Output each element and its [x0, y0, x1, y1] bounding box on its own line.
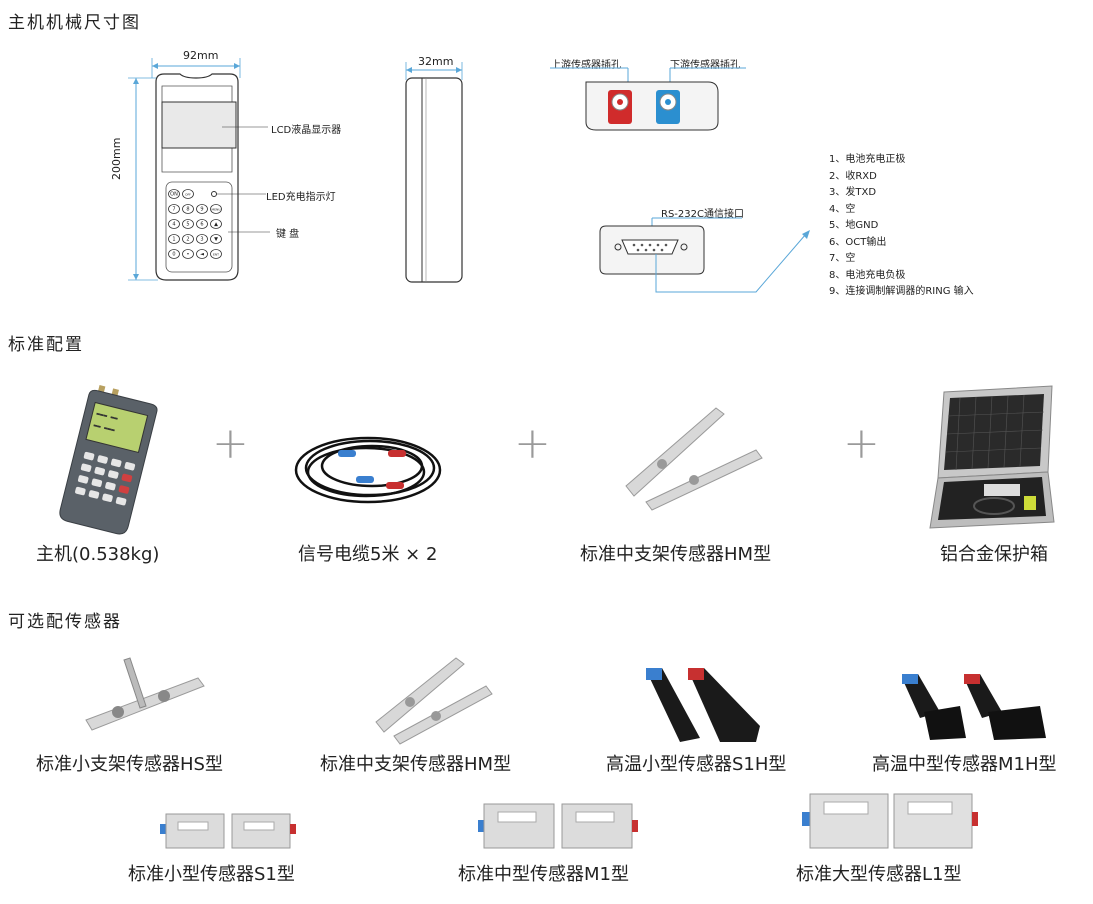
pin-item: 1、电池充电正极	[829, 154, 906, 165]
s1-sensor-image	[160, 813, 296, 849]
width-dimension-label: 92mm	[183, 49, 219, 62]
keypad-key-label: 7	[172, 207, 175, 213]
keypad-key	[168, 234, 180, 244]
thickness-dimension-label: 32mm	[418, 55, 454, 68]
keypad-key	[182, 249, 194, 259]
plus-sign: +	[212, 418, 249, 469]
keypad-label: 键 盘	[276, 229, 300, 240]
keypad-key	[210, 234, 222, 244]
keypad-key-label: 5	[186, 222, 189, 228]
keypad-key-label: 0	[172, 252, 175, 258]
plus-sign: +	[843, 418, 880, 469]
socket-top-view	[550, 67, 746, 131]
keypad-key	[210, 219, 222, 229]
device-front-drawing: ON OFF 7 8 9 MENU 4 5 6 ▲ 1 2 3 ▼ 0 • ◄ ENT	[128, 58, 270, 281]
keypad-key	[182, 234, 194, 244]
pin-item: 8、电池充电负极	[829, 269, 906, 281]
pin-list: 1、电池充电正极 2、收RXD 3、发TXD 4、空 5、地GND 6、OCT输…	[829, 152, 974, 301]
hm-sensor-image	[625, 407, 763, 511]
keypad-key-label: 4	[172, 222, 175, 228]
lcd-label: LCD液晶显示器	[271, 125, 342, 136]
s1h-sensor-image	[646, 668, 760, 742]
downstream-socket-label: 下游传感器插孔	[670, 60, 740, 71]
pin-item: 2、收RXD	[829, 170, 877, 182]
keypad-keys: ON OFF 7 8 9 MENU 4 5 6 ▲ 1 2 3 ▼ 0 • ◄ ENT	[168, 189, 222, 259]
keypad-key-label: ▼	[214, 237, 218, 243]
keypad-key-label: 6	[200, 222, 203, 228]
keypad-key-label: ENT	[213, 253, 219, 257]
optional-sensor-caption: 高温中型传感器M1H型	[872, 754, 1057, 775]
standard-item-caption: 主机(0.538kg)	[36, 544, 160, 565]
keypad-key-label: 8	[186, 207, 189, 213]
host-device-image: ▬▬▬ ▬▬▬▬ ▬▬▬	[59, 385, 158, 535]
standard-item-caption: 信号电缆5米 × 2	[298, 544, 438, 565]
pin-item: 6、OCT输出	[829, 236, 887, 248]
optional-sensor-caption: 标准中支架传感器HM型	[320, 754, 512, 775]
keypad-key	[182, 219, 194, 229]
keypad-key-label: 9	[200, 207, 203, 213]
section-title-standard: 标准配置	[8, 335, 84, 355]
keypad-key	[210, 249, 222, 259]
keypad-key	[168, 249, 180, 259]
standard-item-caption: 铝合金保护箱	[940, 544, 1048, 565]
pin-item: 3、发TXD	[829, 187, 877, 198]
optional-sensor-caption: 标准中型传感器M1型	[458, 864, 629, 885]
device-side-drawing	[405, 62, 463, 283]
hs-sensor-image	[85, 657, 205, 731]
keypad-key	[196, 234, 208, 244]
keypad-key-label: 3	[200, 237, 203, 243]
optional-sensor-caption: 高温小型传感器S1H型	[606, 754, 787, 775]
l1-sensor-image	[802, 793, 978, 849]
pin-item: 4、空	[829, 203, 856, 215]
upstream-socket-label: 上游传感器插孔	[551, 60, 621, 71]
keypad-key	[196, 204, 208, 214]
keypad-key	[168, 219, 180, 229]
keypad-key-label: ON	[170, 192, 178, 198]
section-title-optional: 可选配传感器	[8, 612, 122, 632]
pin-item: 5、地GND	[829, 220, 879, 231]
optional-sensor-caption: 标准小支架传感器HS型	[36, 754, 223, 775]
optional-sensor-caption: 标准小型传感器S1型	[128, 864, 295, 885]
keypad-key	[182, 204, 194, 214]
rs232-drawing	[599, 217, 810, 293]
keypad-key	[168, 204, 180, 214]
keypad-key-label: 2	[186, 237, 189, 243]
section-title-dimensions: 主机机械尺寸图	[8, 13, 141, 33]
signal-cable-image	[294, 436, 442, 504]
standard-item-caption: 标准中支架传感器HM型	[580, 544, 772, 565]
keypad-key-label: OFF	[185, 193, 191, 197]
keypad-key	[168, 189, 180, 199]
keypad-key	[182, 189, 194, 199]
m1h-sensor-image	[902, 674, 1046, 740]
keypad-key-label: MENU	[212, 208, 221, 212]
optional-sensor-caption: 标准大型传感器L1型	[796, 864, 962, 885]
height-dimension-label: 200mm	[110, 137, 123, 180]
keypad-key-label: •	[187, 252, 190, 258]
rs232-label: RS-232C通信接口	[661, 209, 744, 220]
led-label: LED充电指示灯	[266, 192, 336, 203]
hm-sensor-image	[375, 657, 493, 745]
pin-item: 9、连接调制解调器的RING 输入	[829, 286, 974, 297]
plus-sign: +	[514, 418, 551, 469]
keypad-key-label: ◄	[200, 252, 204, 258]
keypad-key-label: 1	[172, 237, 175, 243]
keypad-key	[196, 249, 208, 259]
keypad-key	[196, 219, 208, 229]
keypad-key-label: ▲	[214, 222, 218, 228]
aluminum-case-image	[929, 385, 1055, 529]
keypad-key	[210, 204, 222, 214]
m1-sensor-image	[478, 803, 638, 849]
pin-item: 7、空	[829, 253, 856, 264]
